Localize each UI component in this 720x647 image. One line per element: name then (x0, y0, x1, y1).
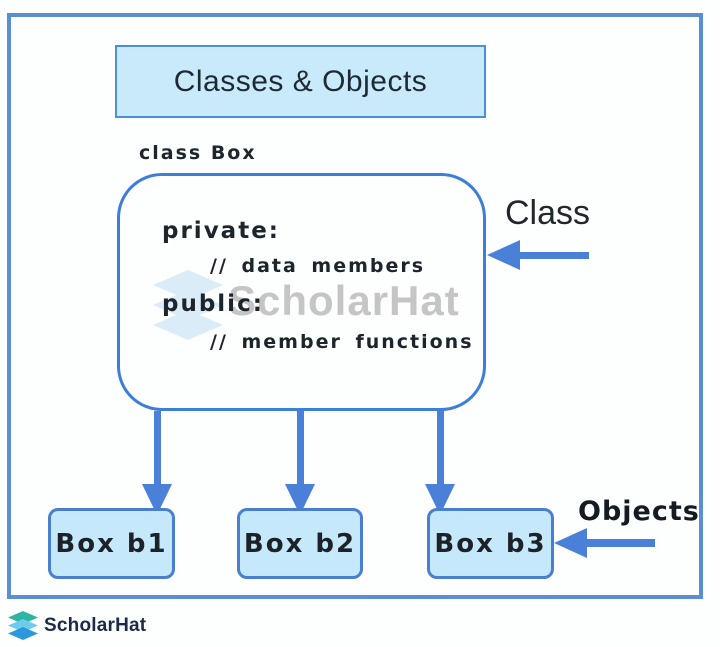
scholarhat-logo-icon (8, 611, 38, 641)
objects-arrow-icon (554, 528, 587, 558)
class-arrow-stem (516, 252, 589, 259)
logo-layer-bottom-icon (8, 627, 38, 640)
scholarhat-watermark-icon (153, 270, 223, 340)
logo-layer-top-icon (8, 611, 38, 624)
object-box-label: Box b2 (243, 528, 357, 559)
private-section-label: private: (162, 218, 280, 244)
object-box-b2: Box b2 (237, 508, 363, 579)
object-box-b3: Box b3 (427, 508, 554, 579)
down-arrow-stem-b3 (437, 411, 444, 485)
class-arrow-icon (487, 240, 520, 270)
title-box: Classes & Objects (115, 45, 486, 118)
page-title: Classes & Objects (173, 64, 428, 98)
logo-layer-middle-icon (8, 619, 38, 632)
member-functions-comment: // member functions (210, 331, 474, 353)
data-members-comment: // data members (210, 255, 426, 277)
public-section-label: public: (162, 291, 264, 317)
objects-arrow-stem (584, 539, 655, 547)
scholarhat-watermark-text: ScholarHat (228, 277, 460, 324)
down-arrow-stem-b2 (297, 411, 304, 485)
down-arrow-stem-b1 (154, 411, 161, 485)
class-name-label: class Box (139, 142, 257, 164)
object-box-b1: Box b1 (48, 508, 175, 579)
object-box-label: Box b1 (55, 528, 168, 559)
diagram-frame (7, 13, 703, 599)
scholarhat-logo: ScholarHat (8, 610, 208, 642)
scholarhat-brand-text: ScholarHat (44, 615, 147, 636)
objects-callout-label: Objects (578, 496, 700, 527)
class-definition-box (117, 173, 486, 411)
object-box-label: Box b3 (434, 528, 547, 559)
class-callout-label: Class (505, 194, 591, 232)
